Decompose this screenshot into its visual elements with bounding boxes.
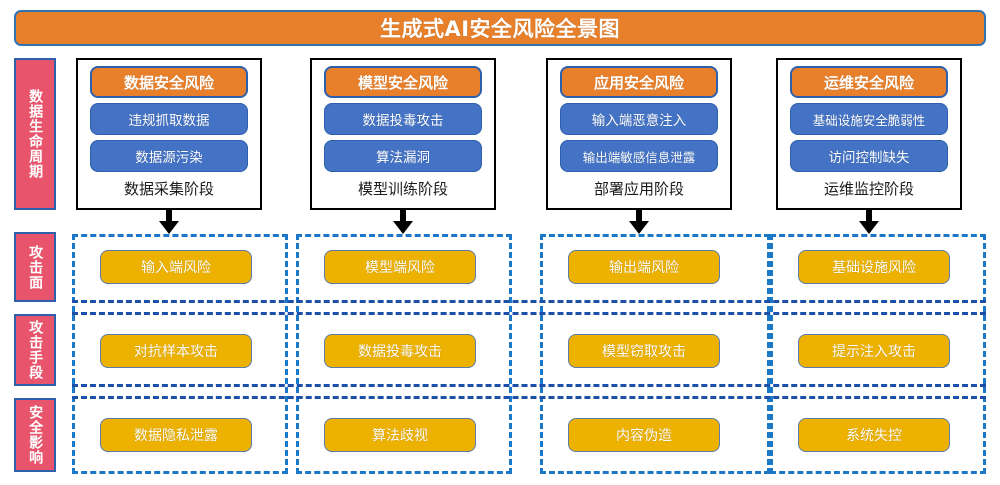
matrix-chip-2-1: 算法歧视 (324, 418, 476, 452)
matrix-cell-1-3: 提示注入攻击 (798, 334, 950, 368)
matrix-cell-1-0: 对抗样本攻击 (100, 334, 252, 368)
stage-header-0: 数据安全风险 (90, 66, 248, 98)
matrix-cell-2-1: 算法歧视 (324, 418, 476, 452)
stage-risk-item-2-1: 输出端敏感信息泄露 (560, 140, 718, 172)
matrix-cell-0-1: 模型端风险 (324, 250, 476, 284)
stage-box-deployment: 应用安全风险 输入端恶意注入 输出端敏感信息泄露 部署应用阶段 (546, 58, 732, 210)
stage-risk-item-3-1: 访问控制缺失 (790, 140, 948, 172)
stage-box-model-training: 模型安全风险 数据投毒攻击 算法漏洞 模型训练阶段 (310, 58, 496, 210)
matrix-chip-1-2: 模型窃取攻击 (568, 334, 720, 368)
matrix-chip-1-1: 数据投毒攻击 (324, 334, 476, 368)
matrix-column-infrastructure (770, 234, 986, 474)
matrix-cell-1-2: 模型窃取攻击 (568, 334, 720, 368)
matrix-chip-0-3: 基础设施风险 (798, 250, 950, 284)
stage-caption-3: 运维监控阶段 (823, 180, 914, 198)
stage-risk-item-3-0: 基础设施安全脆弱性 (790, 103, 948, 135)
matrix-chip-1-0: 对抗样本攻击 (100, 334, 252, 368)
matrix-column-model (296, 234, 512, 474)
matrix-chip-0-0: 输入端风险 (100, 250, 252, 284)
sidebar-label-lifecycle: 数据生命周期 (14, 58, 56, 210)
matrix-chip-2-2: 内容伪造 (568, 418, 720, 452)
sidebar-label-attack-method-text: 攻击手段 (27, 320, 44, 380)
stage-caption-2: 部署应用阶段 (593, 180, 684, 198)
stage-risk-item-0-1: 数据源污染 (90, 140, 248, 172)
down-arrow-icon-0 (159, 210, 179, 234)
page-title: 生成式AI安全风险全景图 (14, 10, 986, 46)
stage-box-data-collection: 数据安全风险 违规抓取数据 数据源污染 数据采集阶段 (76, 58, 262, 210)
sidebar-label-security-impact-text: 安全影响 (27, 405, 44, 465)
sidebar-label-attack-surface-text: 攻击面 (27, 244, 44, 290)
matrix-column-input (72, 234, 288, 474)
sidebar-label-attack-surface: 攻击面 (14, 232, 56, 302)
matrix-row-separator-1 (72, 300, 986, 303)
matrix-cell-1-1: 数据投毒攻击 (324, 334, 476, 368)
stage-caption-1: 模型训练阶段 (357, 180, 448, 198)
stage-header-3: 运维安全风险 (790, 66, 948, 98)
matrix-chip-2-3: 系统失控 (798, 418, 950, 452)
sidebar-label-lifecycle-text: 数据生命周期 (27, 89, 44, 179)
stage-risk-item-1-1: 算法漏洞 (324, 140, 482, 172)
matrix-chip-2-0: 数据隐私泄露 (100, 418, 252, 452)
stage-caption-0: 数据采集阶段 (123, 180, 214, 198)
matrix-cell-0-2: 输出端风险 (568, 250, 720, 284)
matrix-chip-0-1: 模型端风险 (324, 250, 476, 284)
sidebar-label-attack-method: 攻击手段 (14, 314, 56, 386)
sidebar-label-security-impact: 安全影响 (14, 398, 56, 472)
matrix-cell-0-0: 输入端风险 (100, 250, 252, 284)
stage-header-2: 应用安全风险 (560, 66, 718, 98)
matrix-chip-1-3: 提示注入攻击 (798, 334, 950, 368)
matrix-cell-2-2: 内容伪造 (568, 418, 720, 452)
matrix-chip-0-2: 输出端风险 (568, 250, 720, 284)
down-arrow-icon-2 (629, 210, 649, 234)
matrix-column-output (540, 234, 770, 474)
matrix-row-separator-2 (72, 312, 986, 315)
matrix-row-separator-4 (72, 396, 986, 399)
stage-risk-item-0-0: 违规抓取数据 (90, 103, 248, 135)
down-arrow-icon-1 (393, 210, 413, 234)
matrix-cell-0-3: 基础设施风险 (798, 250, 950, 284)
stage-risk-item-1-0: 数据投毒攻击 (324, 103, 482, 135)
matrix-row-separator-3 (72, 384, 986, 387)
matrix-cell-2-0: 数据隐私泄露 (100, 418, 252, 452)
down-arrow-icon-3 (859, 210, 879, 234)
matrix-cell-2-3: 系统失控 (798, 418, 950, 452)
stage-box-operations: 运维安全风险 基础设施安全脆弱性 访问控制缺失 运维监控阶段 (776, 58, 962, 210)
stage-header-1: 模型安全风险 (324, 66, 482, 98)
stage-risk-item-2-0: 输入端恶意注入 (560, 103, 718, 135)
